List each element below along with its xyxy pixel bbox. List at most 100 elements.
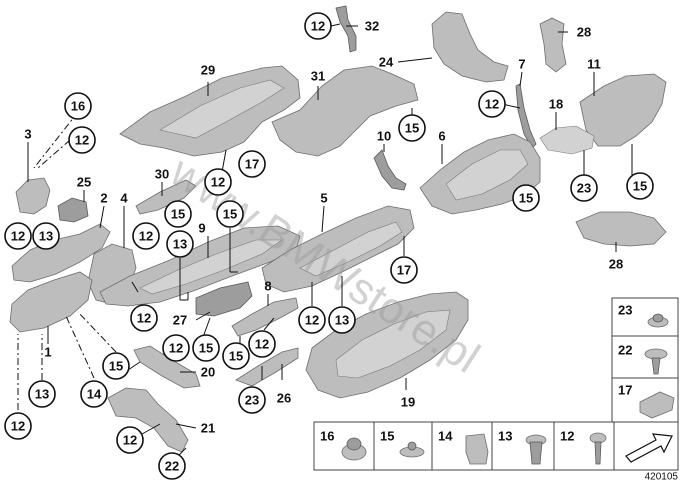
callout-15[interactable]: 15	[626, 172, 654, 200]
callout-12[interactable]: 12	[478, 90, 506, 118]
callout-15[interactable]: 15	[164, 200, 192, 228]
svg-text:15: 15	[405, 121, 419, 136]
svg-text:12: 12	[305, 313, 319, 328]
callout-24[interactable]: 24	[379, 55, 394, 70]
svg-text:17: 17	[245, 157, 259, 172]
part-10-bracket	[373, 149, 407, 191]
callout-18[interactable]: 18	[549, 97, 563, 112]
svg-text:12: 12	[137, 311, 151, 326]
callout-3[interactable]: 3	[24, 127, 31, 142]
callout-21[interactable]: 21	[201, 421, 215, 436]
callout-4[interactable]: 4	[120, 191, 128, 206]
svg-text:13: 13	[35, 387, 49, 402]
callout-32[interactable]: 32	[365, 19, 379, 34]
callout-1[interactable]: 1	[44, 345, 51, 360]
callout-13[interactable]: 13	[28, 380, 56, 408]
callout-12[interactable]: 12	[304, 12, 332, 40]
callout-29[interactable]: 29	[201, 63, 215, 78]
callout-15[interactable]: 15	[512, 184, 540, 212]
svg-text:13: 13	[335, 313, 349, 328]
part-3-bracket	[15, 177, 51, 215]
part-26-strip	[235, 347, 299, 387]
callout-20[interactable]: 20	[201, 365, 215, 380]
callout-27[interactable]: 27	[173, 313, 187, 328]
callout-28[interactable]: 28	[609, 257, 623, 272]
part-18-plate	[539, 125, 595, 155]
callout-12[interactable]: 12	[248, 330, 276, 358]
callout-11[interactable]: 11	[587, 57, 601, 72]
callout-31[interactable]: 31	[311, 69, 325, 84]
callout-9[interactable]: 9	[198, 221, 205, 236]
callout-23[interactable]: 23	[570, 174, 598, 202]
clip-nut-icon-top	[652, 313, 664, 323]
legend-label-13: 13	[498, 429, 512, 444]
callout-22[interactable]: 22	[158, 452, 186, 480]
svg-text:23: 23	[577, 181, 591, 196]
callout-13[interactable]: 13	[328, 306, 356, 334]
svg-text:12: 12	[311, 19, 325, 34]
svg-text:15: 15	[229, 349, 243, 364]
callout-17[interactable]: 17	[390, 256, 418, 284]
svg-text:12: 12	[255, 337, 269, 352]
callout-15[interactable]: 15	[398, 114, 426, 142]
callout-12[interactable]: 12	[132, 222, 160, 250]
callout-13[interactable]: 13	[166, 230, 194, 258]
callout-6[interactable]: 6	[438, 129, 445, 144]
part-29-highlight	[159, 79, 285, 139]
callout-5[interactable]: 5	[320, 191, 327, 206]
callout-12[interactable]: 12	[162, 334, 190, 362]
legend-side: 23 22 17	[611, 297, 679, 423]
svg-text:17: 17	[397, 263, 411, 278]
callout-26[interactable]: 26	[277, 391, 291, 406]
callout-15[interactable]: 15	[222, 342, 250, 370]
svg-text:15: 15	[519, 191, 533, 206]
svg-text:15: 15	[199, 341, 213, 356]
callout-25[interactable]: 25	[77, 175, 91, 190]
callout-12[interactable]: 12	[116, 426, 144, 454]
svg-text:14: 14	[87, 387, 102, 402]
push-rivet-icon-stem	[651, 357, 661, 375]
svg-text:12: 12	[139, 229, 153, 244]
callout-17[interactable]: 17	[238, 150, 266, 178]
svg-text:16: 16	[71, 99, 85, 114]
washer-nut-icon-top	[407, 441, 417, 451]
callout-8[interactable]: 8	[264, 279, 271, 294]
callout-13[interactable]: 13	[32, 222, 60, 250]
callout-7[interactable]: 7	[518, 57, 525, 72]
legend-label-22: 22	[618, 343, 632, 358]
part-24-shield	[431, 11, 509, 83]
callout-12[interactable]: 12	[298, 306, 326, 334]
part-27-plate	[195, 281, 253, 317]
clip-icon	[465, 433, 489, 465]
callout-12[interactable]: 12	[204, 168, 232, 196]
callout-23[interactable]: 23	[238, 386, 266, 414]
callout-14[interactable]: 14	[80, 380, 108, 408]
callout-15[interactable]: 15	[102, 352, 130, 380]
legend-label-14: 14	[438, 429, 453, 444]
callout-12[interactable]: 12	[68, 126, 96, 154]
legend-label-15: 15	[380, 429, 394, 444]
svg-text:15: 15	[109, 359, 123, 374]
callout-12[interactable]: 12	[4, 412, 32, 440]
callout-19[interactable]: 19	[401, 395, 415, 410]
diagram-id: 420105	[645, 472, 679, 483]
callout-12[interactable]: 12	[130, 304, 158, 332]
callout-2[interactable]: 2	[100, 191, 107, 206]
part-5-highlight	[299, 221, 403, 277]
callout-10[interactable]: 10	[377, 129, 391, 144]
callout-15[interactable]: 15	[216, 200, 244, 228]
legend-bottom: 16 15 14 13 12	[313, 421, 679, 471]
leader-lines	[17, 23, 633, 457]
callout-28[interactable]: 28	[577, 25, 591, 40]
callout-15[interactable]: 15	[192, 334, 220, 362]
part-28-shield-bottom	[575, 211, 667, 247]
legend-label-12: 12	[560, 429, 574, 444]
callout-16[interactable]: 16	[64, 92, 92, 120]
part-32-bracket	[335, 5, 357, 53]
callout-12[interactable]: 12	[4, 222, 32, 250]
callout-30[interactable]: 30	[155, 167, 169, 182]
screw-icon	[589, 432, 607, 444]
part-20-strip	[133, 345, 201, 389]
part-11-shield	[579, 73, 667, 147]
legend-label-16: 16	[320, 429, 334, 444]
